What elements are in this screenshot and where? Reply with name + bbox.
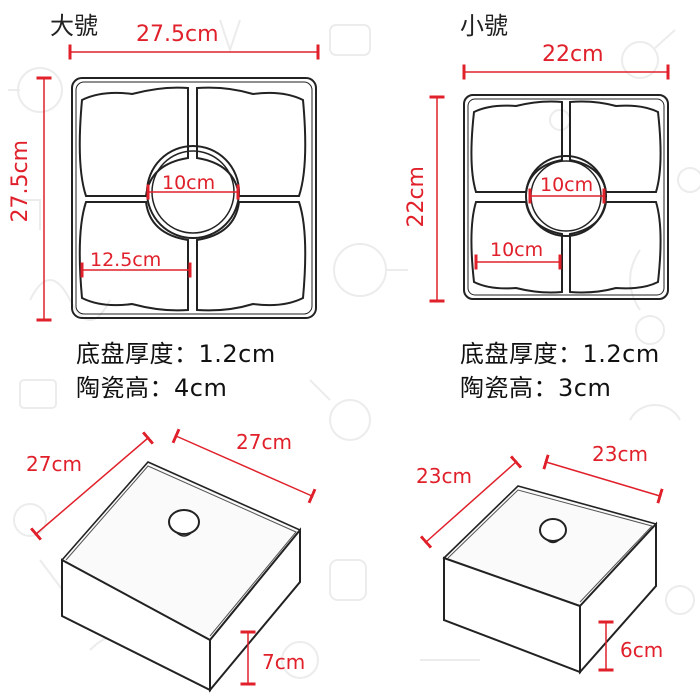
small-tray-height-label: 22cm (404, 166, 429, 228)
large-lid-height-label: 7cm (262, 650, 306, 674)
large-tray (71, 77, 317, 319)
small-tray-base (463, 94, 669, 300)
large-tray-height-label: 27.5cm (8, 140, 33, 223)
small-compartment-top-right (569, 100, 662, 193)
small-dimension-lines (429, 64, 670, 303)
large-dimension-lines (36, 44, 320, 322)
small-lid-height-label: 6cm (620, 638, 664, 662)
large-compartment-top-left (78, 86, 189, 197)
small-center-bowl (525, 155, 607, 237)
small-lid-depth-label: 23cm (416, 464, 472, 488)
large-lid-width-label: 27cm (236, 430, 292, 454)
large-compartment-bottom-left (78, 201, 189, 312)
large-lid-depth-label: 27cm (26, 452, 82, 476)
small-tray (463, 94, 669, 300)
small-tray-width-label: 22cm (542, 42, 604, 67)
large-lid-dimension-lines (29, 428, 317, 686)
small-ceramic-height-text: 陶瓷高：3cm (460, 374, 612, 402)
small-base-thickness-text: 底盘厚度：1.2cm (460, 340, 660, 368)
large-tray-base (71, 77, 317, 319)
large-tray-width-label: 27.5cm (136, 22, 219, 47)
small-compartment-width-label: 10cm (490, 239, 544, 261)
large-lid-side (209, 527, 301, 693)
large-ceramic-height-text: 陶瓷高：4cm (76, 374, 228, 402)
large-compartment-bottom-right (196, 201, 307, 312)
small-lid-knob (539, 518, 567, 542)
small-lid-width-label: 23cm (592, 442, 648, 466)
small-compartment-bottom-right (569, 201, 662, 294)
large-base-thickness-text: 底盘厚度：1.2cm (76, 340, 276, 368)
small-compartment-top-left (470, 100, 563, 193)
small-lid-dimension-lines (419, 454, 664, 672)
large-center-diameter-label: 10cm (162, 172, 216, 194)
large-lid-knob (168, 509, 200, 535)
large-size-title: 大號 (50, 12, 98, 40)
small-center-diameter-label: 10cm (540, 174, 594, 196)
small-size-title: 小號 (460, 12, 508, 40)
large-compartment-width-label: 12.5cm (90, 249, 162, 271)
small-compartment-bottom-left (470, 201, 563, 294)
